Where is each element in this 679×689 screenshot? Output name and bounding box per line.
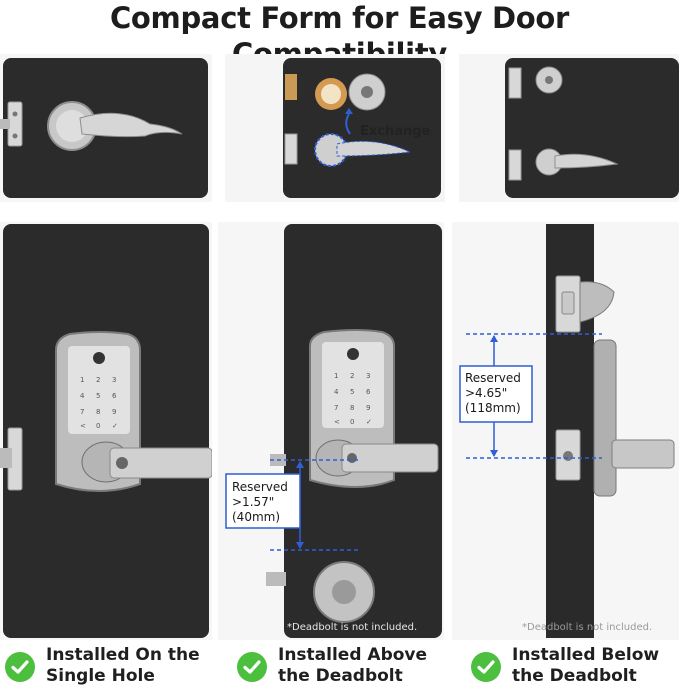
svg-text:8: 8 (350, 404, 354, 412)
svg-text:2: 2 (350, 372, 354, 380)
fingerprint-icon (93, 352, 105, 364)
svg-text:<: < (80, 422, 86, 430)
caption-single-hole: Installed On the Single Hole (4, 645, 200, 689)
reserved-below-box: Reserved >4.65" (118mm) (465, 371, 531, 416)
svg-text:9: 9 (366, 404, 370, 412)
svg-text:✓: ✓ (112, 422, 118, 430)
svg-text:1: 1 (80, 376, 84, 384)
caption-below-deadbolt-line2: the Deadbolt (512, 666, 637, 686)
svg-text:2: 2 (96, 376, 100, 384)
reserved-above-metric: (40mm) (232, 510, 281, 524)
svg-text:3: 3 (112, 376, 116, 384)
svg-text:4: 4 (80, 392, 85, 400)
caption-single-hole-line1: Installed On the (46, 645, 200, 665)
reserved-below-measure: >4.65" (465, 386, 508, 400)
reserved-below-label: Reserved (465, 371, 521, 385)
exchange-arrow-icon (345, 113, 351, 135)
svg-text:8: 8 (96, 408, 100, 416)
panel-smart-lock-single-hole: 1 2 3 4 5 6 7 8 9 <0 ✓ (0, 222, 212, 640)
svg-text:0: 0 (350, 418, 354, 426)
reserved-above-label: Reserved (232, 480, 288, 494)
reserved-below-metric: (118mm) (465, 401, 521, 415)
caption-single-hole-line2: Single Hole (46, 666, 155, 686)
reserved-above-measure: >1.57" (232, 495, 275, 509)
page-title: Compact Form for Easy Door Compatibility (109, 1, 570, 71)
svg-text:1: 1 (334, 372, 338, 380)
keyhole-icon (116, 457, 128, 469)
caption-below-deadbolt: Installed Below the Deadbolt (470, 645, 659, 689)
panel-single-hole-lever (0, 54, 212, 202)
panel-deadbolt-and-lever (459, 54, 679, 202)
svg-text:<: < (334, 418, 340, 426)
svg-text:9: 9 (112, 408, 116, 416)
caption-above-deadbolt-line1: Installed Above (278, 645, 428, 665)
svg-text:7: 7 (80, 408, 84, 416)
panel-below-deadbolt (452, 222, 679, 640)
svg-text:5: 5 (350, 388, 354, 396)
deadbolt-note-above: *Deadbolt is not included. (287, 622, 418, 633)
svg-text:✓: ✓ (366, 418, 372, 426)
svg-text:6: 6 (366, 388, 371, 396)
deadbolt-note-below: *Deadbolt is not included. (522, 622, 653, 633)
reserved-above-box: Reserved >1.57" (40mm) (232, 480, 298, 525)
check-icon (5, 652, 35, 682)
svg-text:4: 4 (334, 388, 339, 396)
panel-above-deadbolt: 1 2 3 4 5 6 7 8 9 <0 ✓ (218, 222, 444, 640)
check-icon (471, 652, 501, 682)
check-icon (237, 652, 267, 682)
svg-text:0: 0 (96, 422, 100, 430)
caption-above-deadbolt: Installed Above the Deadbolt (236, 645, 427, 689)
panel-exchange (225, 54, 445, 202)
caption-above-deadbolt-line2: the Deadbolt (278, 666, 403, 686)
exchange-label: Exchange (360, 124, 431, 139)
svg-text:7: 7 (334, 404, 338, 412)
svg-text:6: 6 (112, 392, 117, 400)
svg-text:5: 5 (96, 392, 100, 400)
svg-text:3: 3 (366, 372, 370, 380)
caption-below-deadbolt-line1: Installed Below (512, 645, 660, 665)
